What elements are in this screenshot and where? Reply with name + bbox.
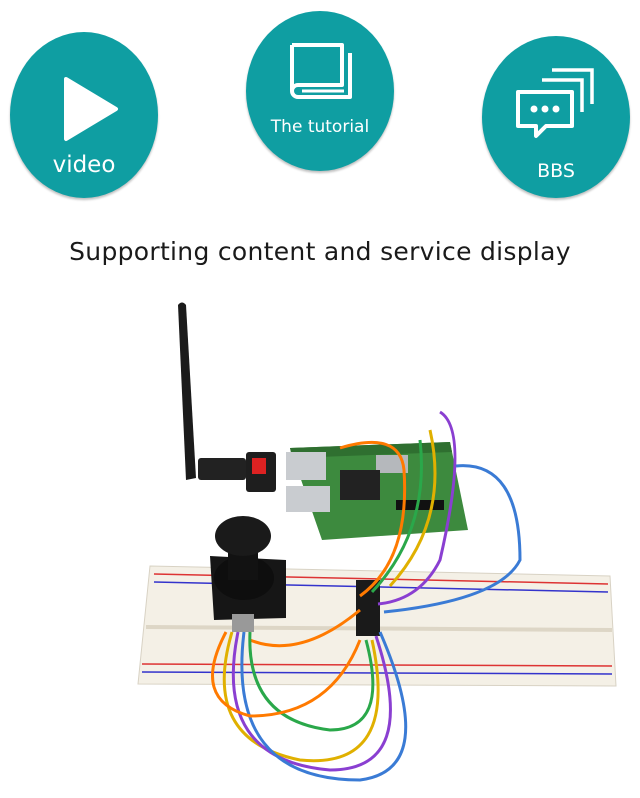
- chat-bubbles-icon: [516, 68, 594, 138]
- bbs-label: BBS: [537, 160, 575, 182]
- play-icon: [64, 77, 118, 141]
- section-heading: Supporting content and service display: [69, 237, 571, 266]
- tutorial-service-circle[interactable]: The tutorial: [246, 11, 394, 171]
- video-label: video: [52, 152, 116, 178]
- video-service-circle[interactable]: video: [10, 32, 158, 198]
- bbs-service-circle[interactable]: BBS: [482, 36, 630, 198]
- book-icon: [290, 43, 352, 99]
- tutorial-label: The tutorial: [270, 117, 370, 137]
- product-photo: [137, 302, 617, 782]
